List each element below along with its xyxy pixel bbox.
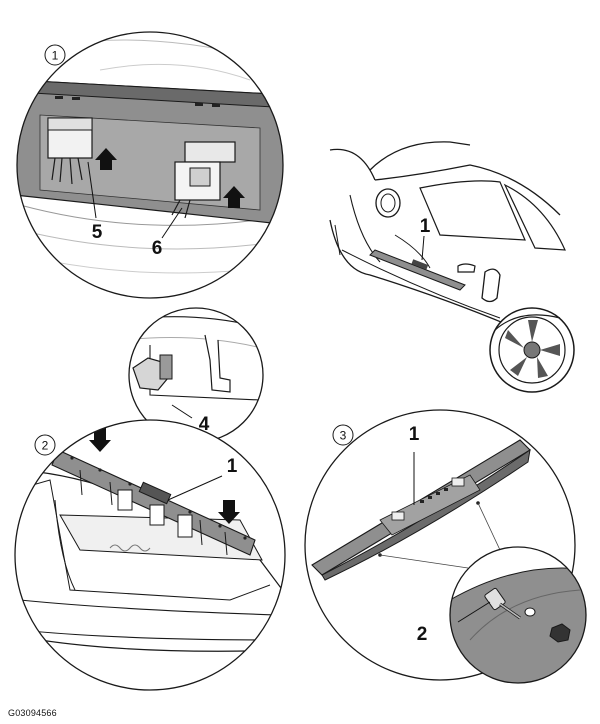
- callout-5: 5: [92, 222, 103, 243]
- screw-inset: [449, 546, 587, 684]
- detail-3-number: 3: [340, 429, 347, 443]
- callout-detail2-1: 1: [227, 456, 238, 477]
- callout-car-1: 1: [420, 216, 431, 237]
- detail-1-view: 1 5 6: [16, 31, 284, 299]
- callout-detail3-1: 1: [409, 424, 420, 445]
- callout-screw-2: 2: [417, 624, 428, 645]
- detail-1-number: 1: [52, 49, 59, 63]
- up-arrow-icon: [95, 148, 117, 170]
- panel-1: [311, 439, 531, 581]
- car-overview: 1: [329, 141, 575, 393]
- detail-2-number: 2: [42, 439, 49, 453]
- sill-panel-1: [369, 249, 466, 291]
- figure-reference-code: G03094566: [8, 708, 57, 718]
- screw-2: [484, 587, 521, 620]
- detail-3-view: 3 1 2: [304, 409, 587, 684]
- connector-5: [47, 117, 93, 185]
- callout-6: 6: [152, 238, 163, 259]
- clip-inset: 4: [128, 307, 264, 443]
- up-arrow-icon: [223, 186, 245, 208]
- down-arrow-icon: [89, 428, 111, 452]
- callout-4: 4: [199, 414, 210, 435]
- down-arrow-icon: [218, 500, 240, 524]
- detail-2-view: 2 1: [14, 419, 286, 691]
- connector-6: [171, 141, 236, 219]
- wheel: [489, 307, 575, 393]
